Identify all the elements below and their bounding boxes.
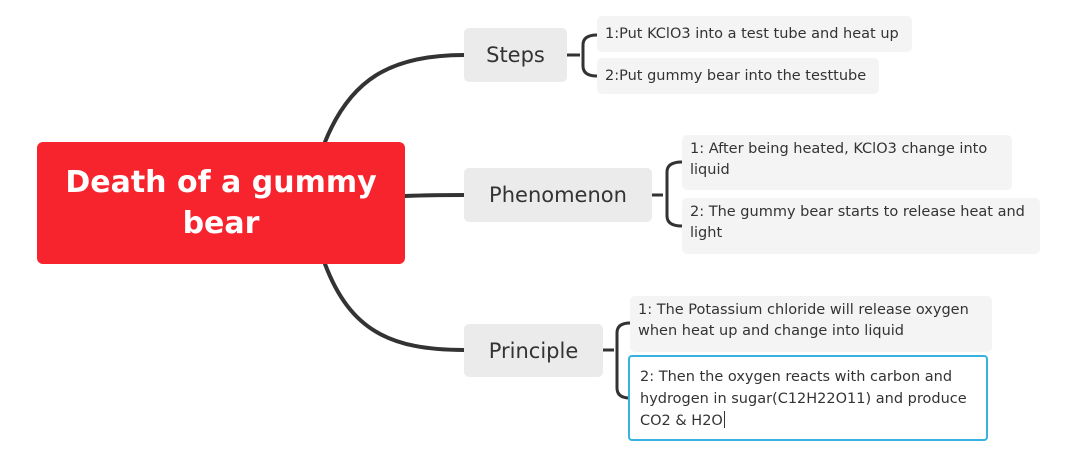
subtopic-principle-2-selected[interactable]: 2: Then the oxygen reacts with carbon an…	[628, 355, 988, 441]
bracket-steps	[567, 33, 598, 78]
branch-topic-label: Principle	[488, 338, 579, 363]
branch-topic-steps[interactable]: Steps	[464, 28, 567, 82]
subtopic-steps-1[interactable]: 1:Put KClO3 into a test tube and heat up	[597, 16, 912, 52]
text-cursor	[723, 411, 725, 428]
subtopic-principle-1[interactable]: 1: The Potassium chloride will release o…	[630, 296, 992, 352]
branch-topic-phenomenon[interactable]: Phenomenon	[464, 168, 652, 222]
branch-topic-principle[interactable]: Principle	[464, 324, 603, 377]
central-topic-label: Death of a gummy bear	[65, 165, 377, 241]
central-topic[interactable]: Death of a gummy bear	[37, 142, 405, 264]
subtopic-steps-2[interactable]: 2:Put gummy bear into the testtube	[597, 58, 879, 94]
main-branch-connector-phenomenon	[403, 193, 466, 198]
subtopic-label: 2: The gummy bear starts to release heat…	[690, 204, 1025, 241]
branch-topic-label: Phenomenon	[489, 183, 627, 207]
main-branch-connector-principle	[323, 262, 466, 352]
subtopic-label: 2:Put gummy bear into the testtube	[605, 67, 867, 84]
bracket-phenomenon	[652, 160, 683, 228]
subtopic-label: 1:Put KClO3 into a test tube and heat up	[605, 25, 899, 42]
bracket-principle	[603, 321, 631, 400]
main-branch-connector-steps	[323, 53, 466, 144]
subtopic-phenomenon-2[interactable]: 2: The gummy bear starts to release heat…	[682, 198, 1040, 254]
subtopic-phenomenon-1[interactable]: 1: After being heated, KClO3 change into…	[682, 135, 1012, 190]
subtopic-label: 2: Then the oxygen reacts with carbon an…	[640, 369, 967, 429]
subtopic-label: 1: After being heated, KClO3 change into…	[690, 141, 988, 178]
branch-topic-label: Steps	[486, 43, 545, 67]
subtopic-label: 1: The Potassium chloride will release o…	[638, 302, 969, 339]
